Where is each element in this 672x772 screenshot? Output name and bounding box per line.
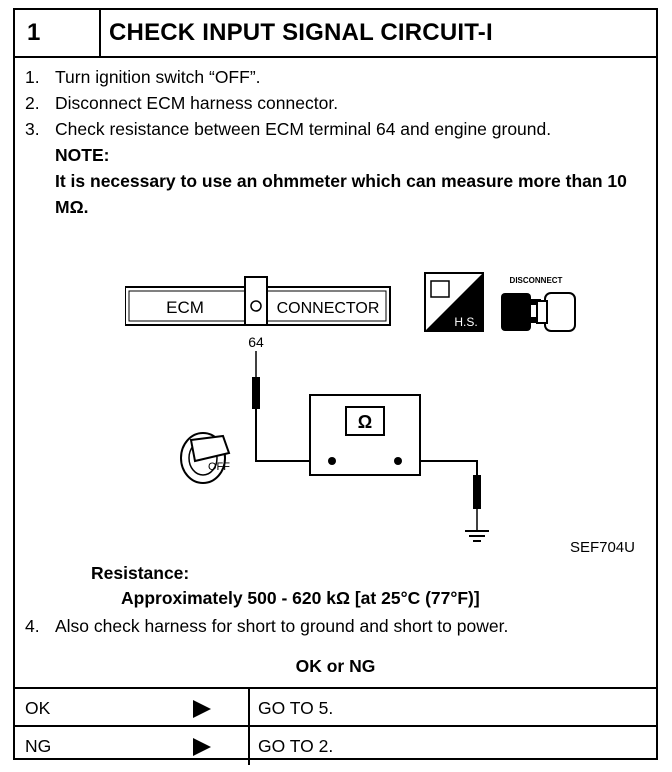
key-label: OFF bbox=[208, 461, 230, 473]
column-divider bbox=[248, 689, 250, 727]
result-row-ng: NG GO TO 2. bbox=[15, 725, 656, 765]
result-action: GO TO 5. bbox=[258, 698, 334, 718]
ohmmeter-icon: Ω bbox=[309, 394, 421, 476]
hs-label: H.S. bbox=[454, 315, 477, 329]
probe-tip-icon bbox=[252, 377, 260, 409]
instruction-item: 2. Disconnect ECM harness connector. bbox=[25, 90, 650, 116]
instruction-item: 1. Turn ignition switch “OFF”. bbox=[25, 64, 650, 90]
disconnect-label: DISCONNECT bbox=[510, 276, 563, 285]
ecm-connector: ECM CONNECTOR bbox=[125, 276, 391, 326]
result-label: OK bbox=[25, 698, 51, 718]
instruction-text: Also check harness for short to ground a… bbox=[55, 616, 509, 636]
resistance-value: Approximately 500 - 620 kΩ [at 25°C (77°… bbox=[121, 588, 480, 608]
ignition-key-icon: OFF bbox=[180, 432, 231, 484]
step-title: CHECK INPUT SIGNAL CIRCUIT-I bbox=[109, 19, 493, 46]
circuit-diagram: ECM CONNECTOR 64 Ω OFF bbox=[125, 272, 635, 556]
ecm-label: ECM bbox=[166, 298, 204, 317]
connector-label: CONNECTOR bbox=[277, 300, 380, 317]
terminal-number: 64 bbox=[248, 334, 264, 350]
ground-icon bbox=[465, 530, 489, 542]
hs-symbol-icon: H.S. bbox=[424, 272, 484, 332]
column-divider bbox=[248, 727, 250, 765]
note-text: It is necessary to use an ohmmeter which… bbox=[55, 171, 627, 217]
result-row-ok: OK GO TO 5. bbox=[15, 687, 656, 727]
instruction-item: 4. Also check harness for short to groun… bbox=[25, 613, 650, 639]
instruction-number: 1. bbox=[25, 67, 40, 87]
instruction-item: 3. Check resistance between ECM terminal… bbox=[25, 116, 650, 142]
arrow-right-icon bbox=[193, 738, 211, 756]
disconnect-icon: DISCONNECT bbox=[501, 276, 576, 332]
instruction-text: Check resistance between ECM terminal 64… bbox=[55, 119, 552, 139]
instruction-text: Disconnect ECM harness connector. bbox=[55, 93, 339, 113]
probe-tip-icon bbox=[473, 475, 481, 509]
meter-symbol: Ω bbox=[358, 412, 372, 432]
figure-code: SEF704U bbox=[570, 539, 635, 556]
step-header: 1 CHECK INPUT SIGNAL CIRCUIT-I bbox=[15, 10, 656, 58]
result-action: GO TO 2. bbox=[258, 736, 334, 756]
step-number: 1 bbox=[15, 10, 101, 56]
procedure-sheet: 1 CHECK INPUT SIGNAL CIRCUIT-I 1. Turn i… bbox=[13, 8, 658, 765]
note-heading: NOTE: bbox=[55, 145, 110, 165]
instruction-text: Turn ignition switch “OFF”. bbox=[55, 67, 261, 87]
resistance-label: Resistance: bbox=[91, 563, 190, 583]
instruction-number: 3. bbox=[25, 119, 40, 139]
instruction-number: 4. bbox=[25, 616, 40, 636]
instruction-number: 2. bbox=[25, 93, 40, 113]
result-label: NG bbox=[25, 736, 52, 756]
ok-or-ng-heading: OK or NG bbox=[295, 656, 376, 676]
instruction-list: 1. Turn ignition switch “OFF”. 2. Discon… bbox=[25, 64, 650, 220]
arrow-right-icon bbox=[193, 700, 211, 718]
